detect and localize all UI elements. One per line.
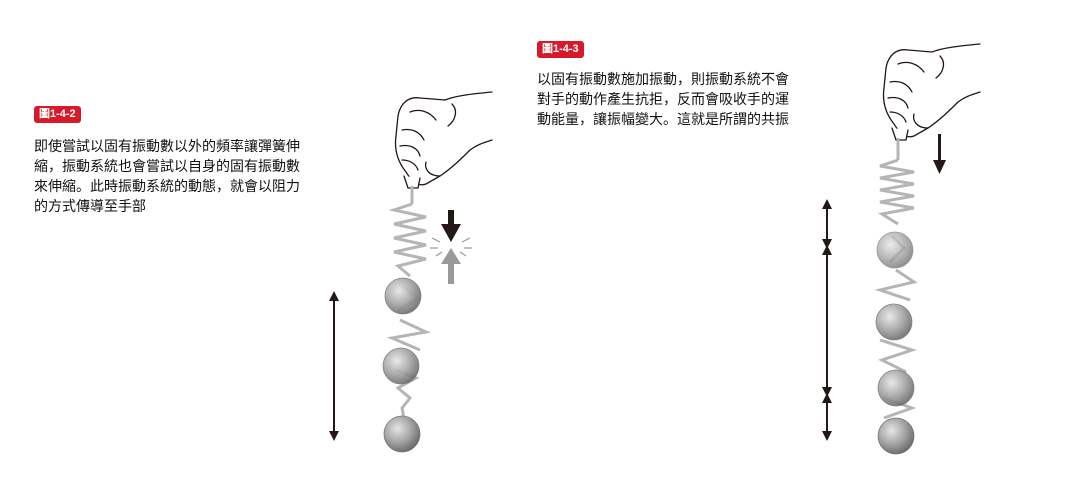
caption-line: 來伸縮。此時振動系統的動態，就會以阻力	[34, 179, 300, 195]
caption-line: 以固有振動數施加振動，則振動系統不會	[537, 72, 789, 88]
figure-label-1-4-3: 圖1-4-3	[537, 41, 584, 58]
hand-icon	[394, 91, 493, 189]
down-arrow-icon	[441, 210, 461, 242]
caption-line: 對手的動作產生抗拒，反而會吸收手的運	[537, 92, 789, 108]
hand-icon	[882, 43, 981, 141]
caption-line: 縮，振動系統也會嘗試以自身的固有振動數	[34, 159, 300, 175]
figure-caption-1-4-2: 即使嘗試以固有振動數以外的頻率讓彈簧伸 縮，振動系統也會嘗試以自身的固有振動數 …	[34, 137, 364, 217]
ball-icon	[382, 277, 422, 453]
caption-line: 的方式傳導至手部	[34, 199, 146, 215]
caption-line: 動能量，讓振幅變大。這就是所謂的共振	[537, 112, 789, 128]
figure-caption-1-4-3: 以固有振動數施加振動，則振動系統不會 對手的動作產生抗拒，反而會吸收手的運 動能…	[537, 70, 827, 130]
up-arrow-icon	[441, 248, 461, 284]
caption-line: 即使嘗試以固有振動數以外的頻率讓彈簧伸	[34, 139, 300, 155]
impact-burst-icon	[430, 237, 472, 257]
figure-label-1-4-2: 圖1-4-2	[34, 106, 81, 123]
down-arrow-icon	[933, 134, 946, 174]
ball-icon	[875, 231, 915, 455]
